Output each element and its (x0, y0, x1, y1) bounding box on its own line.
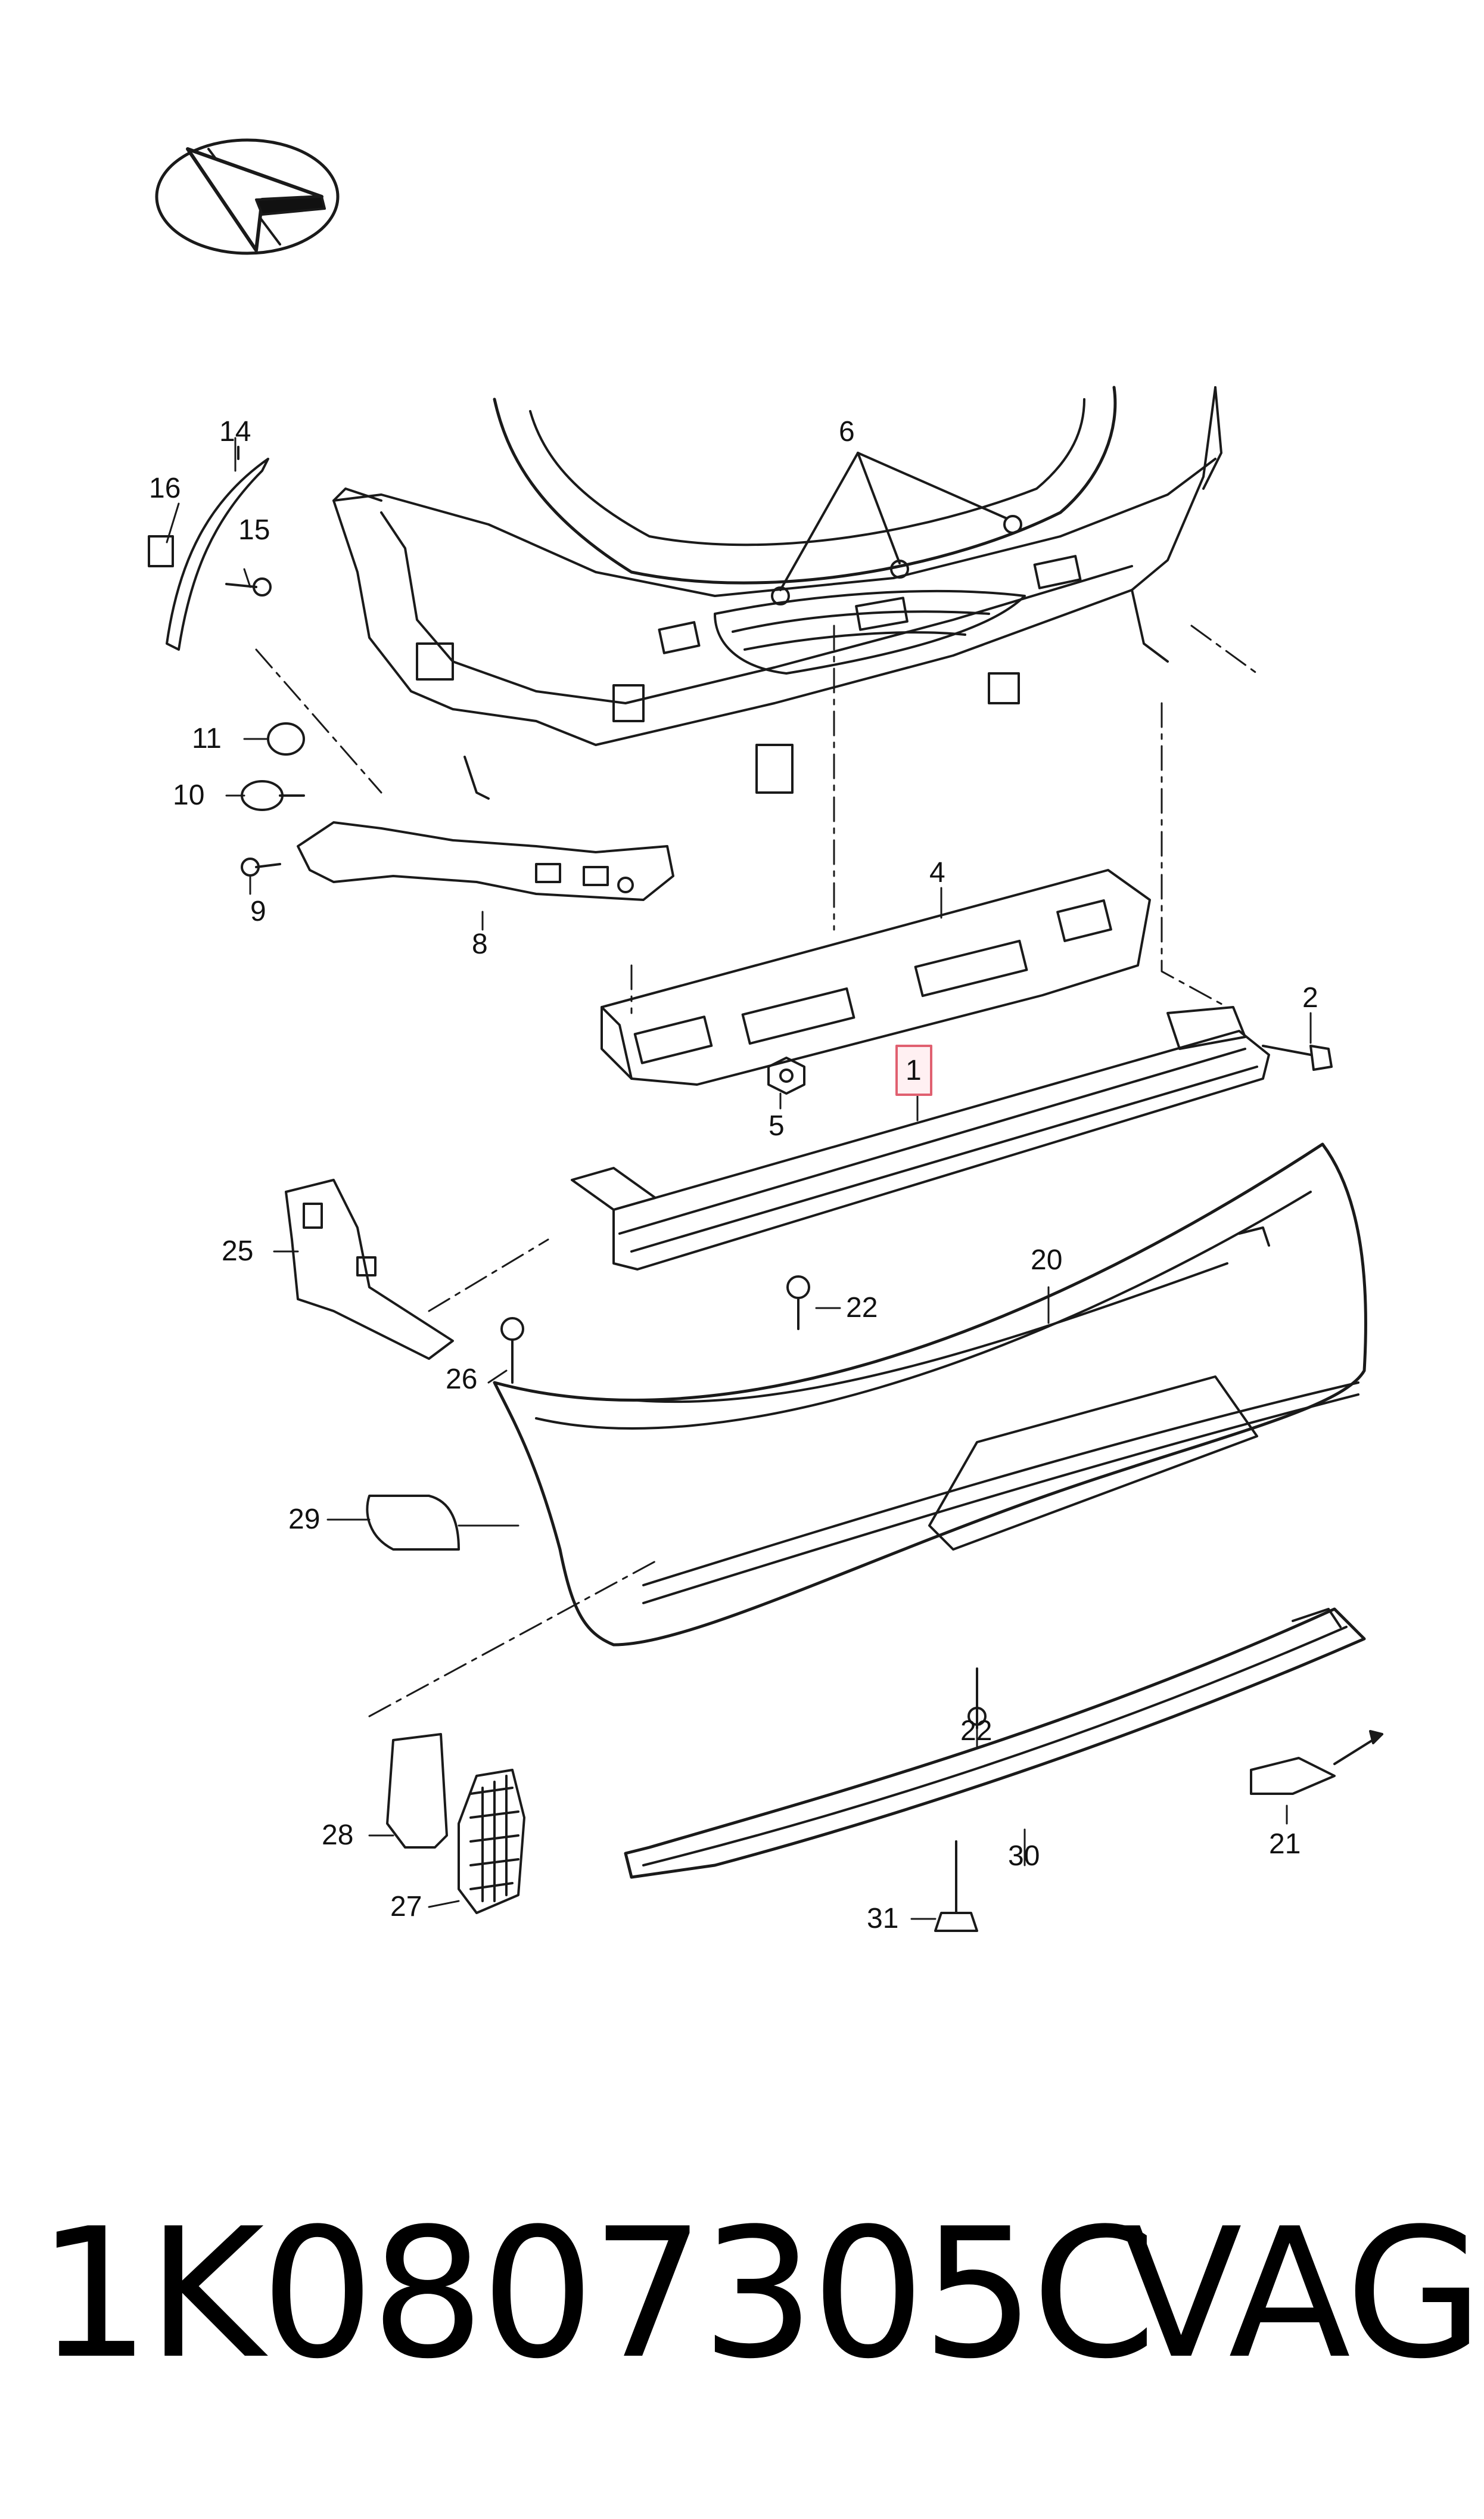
callout-27: 27 (390, 1891, 422, 1922)
callout-1: 1 (906, 1055, 922, 1086)
callout-16: 16 (149, 473, 181, 504)
part-number: 1K0807305C (37, 2190, 1156, 2398)
reflector-cap-29 (366, 1495, 460, 1551)
side-trim-parts (148, 446, 272, 651)
bracket-8 (241, 821, 674, 901)
screws (500, 1275, 987, 1729)
highlight-box (895, 1045, 932, 1096)
bumper-reinforcement-1 (571, 1006, 1270, 1271)
callout-21: 21 (1269, 1828, 1301, 1860)
callout-11: 11 (192, 723, 222, 754)
callout-10: 10 (173, 779, 204, 811)
callout-6: 6 (839, 416, 855, 448)
energy-absorber-4 (601, 869, 1151, 1086)
callout-28: 28 (322, 1819, 353, 1851)
callout-2: 2 (1302, 982, 1318, 1014)
fasteners-10-11 (241, 722, 305, 811)
callout-4: 4 (929, 857, 945, 889)
callout-30: 30 (1008, 1840, 1040, 1872)
callout-5: 5 (769, 1110, 785, 1142)
callout-22-upper: 22 (846, 1292, 878, 1324)
callout-26: 26 (446, 1363, 477, 1395)
callout-25: 25 (222, 1235, 253, 1267)
bolt-6-group (771, 452, 1022, 605)
callout-14: 14 (219, 416, 251, 448)
callout-8: 8 (472, 928, 488, 960)
callout-20: 20 (1031, 1244, 1062, 1276)
leader-lines (166, 437, 1312, 1920)
bolt-2 (1262, 1045, 1333, 1071)
nut-5 (767, 1057, 805, 1095)
brand-name: VAG (1120, 2190, 1483, 2398)
rear-body-panel (332, 386, 1222, 800)
callout-29: 29 (288, 1504, 320, 1535)
assembly-lines (255, 625, 1258, 1717)
orientation-arrow-icon (155, 138, 340, 255)
lower-spoiler-30 (624, 1607, 1366, 1879)
callout-31: 31 (867, 1903, 898, 1934)
bracket-25 (285, 1179, 454, 1360)
cover-21 (1250, 1730, 1383, 1795)
callout-9: 9 (250, 896, 266, 927)
bumper-cover-20 (493, 1142, 1367, 1647)
grille-parts-27-28 (386, 1733, 525, 1914)
callout-labels: 1 2 4 5 6 8 9 10 11 14 15 16 20 21 22 22… (149, 416, 1318, 1934)
callout-22-lower: 22 (960, 1715, 992, 1747)
clip-31 (934, 1840, 978, 1932)
callout-15: 15 (238, 514, 270, 546)
